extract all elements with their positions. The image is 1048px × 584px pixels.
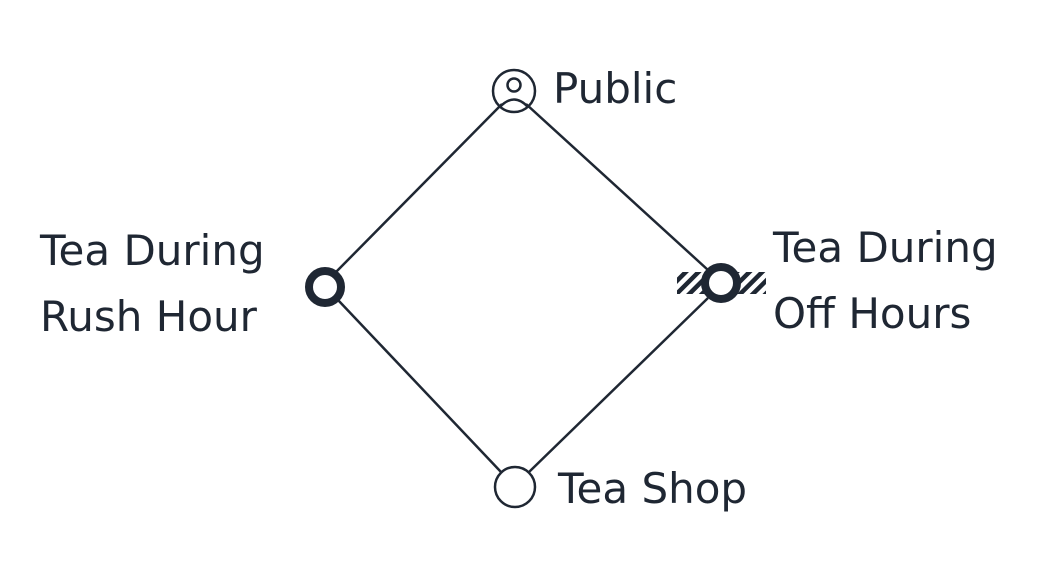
node-tea-shop[interactable]: Tea Shop [493,464,747,513]
edge-rush-hour-tea-shop [337,299,502,473]
edges [335,103,709,473]
node-rush-hour-label-line2: Rush Hour [40,292,258,341]
node-public-label: Public [553,64,677,113]
node-off-hours[interactable]: Tea During Off Hours [677,223,1011,338]
node-off-hours-marker [701,263,741,303]
node-rush-hour-marker [305,267,345,307]
node-rush-hour-label-line1: Tea During [39,226,265,275]
node-off-hours-label-line2: Off Hours [773,289,971,338]
node-rush-hour[interactable]: Tea During Rush Hour [39,226,345,341]
edge-off-hours-tea-shop [528,297,709,473]
edge-public-off-hours [525,103,709,271]
node-public[interactable]: Public [491,64,677,114]
node-rush-hour-label: Tea During Rush Hour [39,226,278,341]
node-off-hours-label-line1: Tea During [772,223,998,272]
edge-public-rush-hour [335,103,503,273]
user-circle-icon [491,68,537,114]
node-off-hours-label: Tea During Off Hours [772,223,1011,338]
node-tea-shop-marker [493,465,537,509]
node-tea-shop-label: Tea Shop [557,464,747,513]
